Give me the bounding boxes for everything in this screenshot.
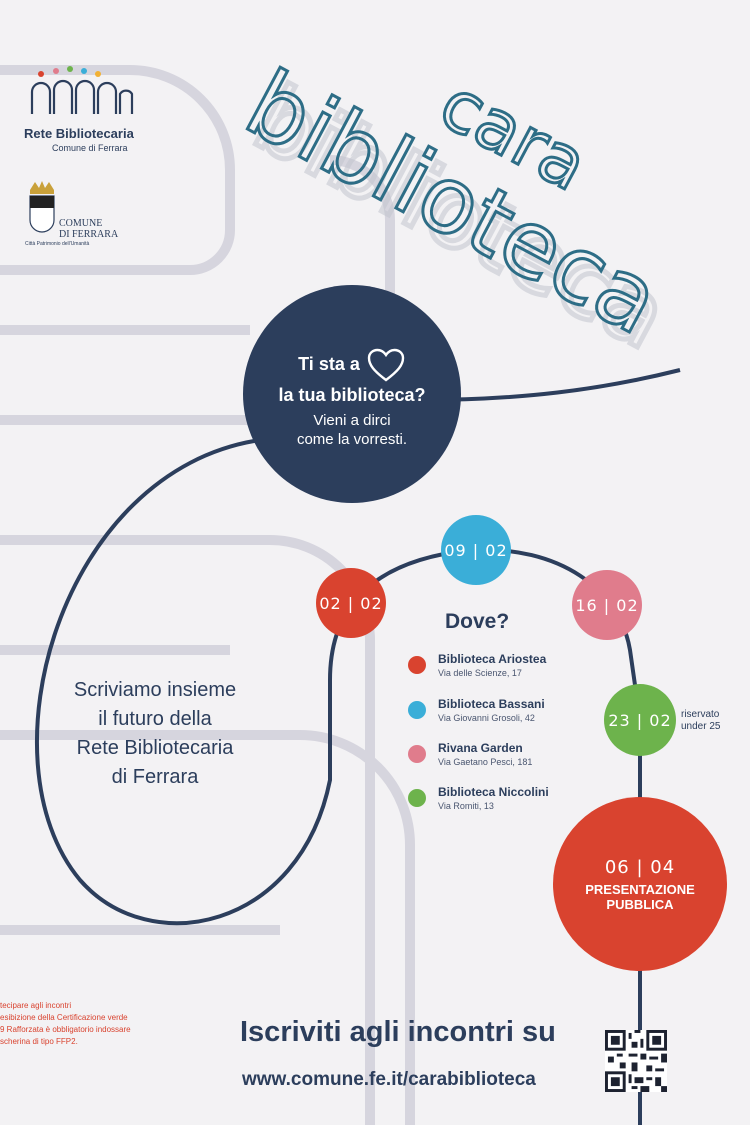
logo-subtitle: Comune di Ferrara <box>52 143 128 153</box>
location-address-1: Via delle Scienze, 17 <box>438 668 522 678</box>
hero-line2: la tua biblioteca? <box>278 384 426 405</box>
date-label-3: 16 | 02 <box>575 595 639 615</box>
tagline-line2: il futuro della <box>98 708 212 730</box>
hero-line3: Vieni a dirci <box>313 411 391 429</box>
date-circle-3: 16 | 02 <box>572 570 642 640</box>
location-dot-2 <box>408 701 426 719</box>
location-name-4: Biblioteca Niccolini <box>438 785 549 799</box>
comune-tag: Città Patrimonio dell'Umanità <box>25 241 90 247</box>
hero-circle: Ti sta a la tua biblioteca? Vieni a dirc… <box>243 285 461 503</box>
library-arches-icon <box>30 66 134 114</box>
comune-line1: COMUNE <box>59 218 103 229</box>
rete-bibliotecaria-logo: Rete Bibliotecaria Comune di Ferrara <box>22 62 152 157</box>
date-circle-1: 02 | 02 <box>316 568 386 638</box>
covid-notice: tecipare agli incontri esibizione della … <box>0 1000 131 1048</box>
location-address-2: Via Giovanni Grosoli, 42 <box>438 713 535 723</box>
location-name-2: Biblioteca Bassani <box>438 697 545 711</box>
tagline: Scriviamo insieme il futuro della Rete B… <box>40 676 270 792</box>
date-label-4: 23 | 02 <box>608 710 672 730</box>
location-dot-4 <box>408 789 426 807</box>
comune-ferrara-logo: COMUNE DI FERRARA Città Patrimonio dell'… <box>25 180 155 250</box>
reserved-line2: under 25 <box>681 721 721 732</box>
logo-name: Rete Bibliotecaria <box>24 126 134 141</box>
notice-line1: tecipare agli incontri <box>0 1001 72 1010</box>
presentation-line2: PUBBLICA <box>606 896 674 912</box>
tagline-line1: Scriviamo insieme <box>73 679 237 701</box>
where-title: Dove? <box>445 610 510 633</box>
notice-line4: scherina di tipo FFP2. <box>0 1037 78 1046</box>
date-circle-2: 09 | 02 <box>441 515 511 585</box>
hero-line1-row: Ti sta a <box>298 347 406 383</box>
location-address-4: Via Romiti, 13 <box>438 801 494 811</box>
notice-line3: 9 Rafforzata è obbligatorio indossare <box>0 1025 131 1034</box>
location-dot-1 <box>408 656 426 674</box>
hero-line1: Ti sta a <box>298 354 360 374</box>
signup-heading: Iscriviti agli incontri su <box>240 1016 556 1048</box>
tagline-line3: Rete Bibliotecaria <box>76 737 234 759</box>
location-name-1: Biblioteca Ariostea <box>438 652 547 666</box>
presentation-circle: 06 | 04 PRESENTAZIONE PUBBLICA <box>553 797 727 971</box>
presentation-date: 06 | 04 <box>604 856 676 878</box>
date-circle-4: 23 | 02 <box>604 684 676 756</box>
date-label-1: 02 | 02 <box>319 593 383 613</box>
location-address-3: Via Gaetano Pesci, 181 <box>438 757 533 767</box>
presentation-line1: PRESENTAZIONE <box>585 881 695 897</box>
location-name-3: Rivana Garden <box>438 741 523 755</box>
signup-url[interactable]: www.comune.fe.it/carabiblioteca <box>242 1069 536 1090</box>
heart-icon <box>367 348 405 382</box>
qr-code-icon[interactable] <box>605 1030 667 1092</box>
tagline-line4: di Ferrara <box>111 766 199 788</box>
comune-line2: DI FERRARA <box>59 229 119 240</box>
date-label-2: 09 | 02 <box>444 540 508 560</box>
location-dot-3 <box>408 745 426 763</box>
ferrara-crest-icon <box>29 181 55 233</box>
reserved-note: riservato under 25 <box>681 709 720 733</box>
hero-line4: come la vorresti. <box>296 430 408 448</box>
notice-line2: esibizione della Certificazione verde <box>0 1013 128 1022</box>
reserved-line1: riservato <box>681 709 720 720</box>
